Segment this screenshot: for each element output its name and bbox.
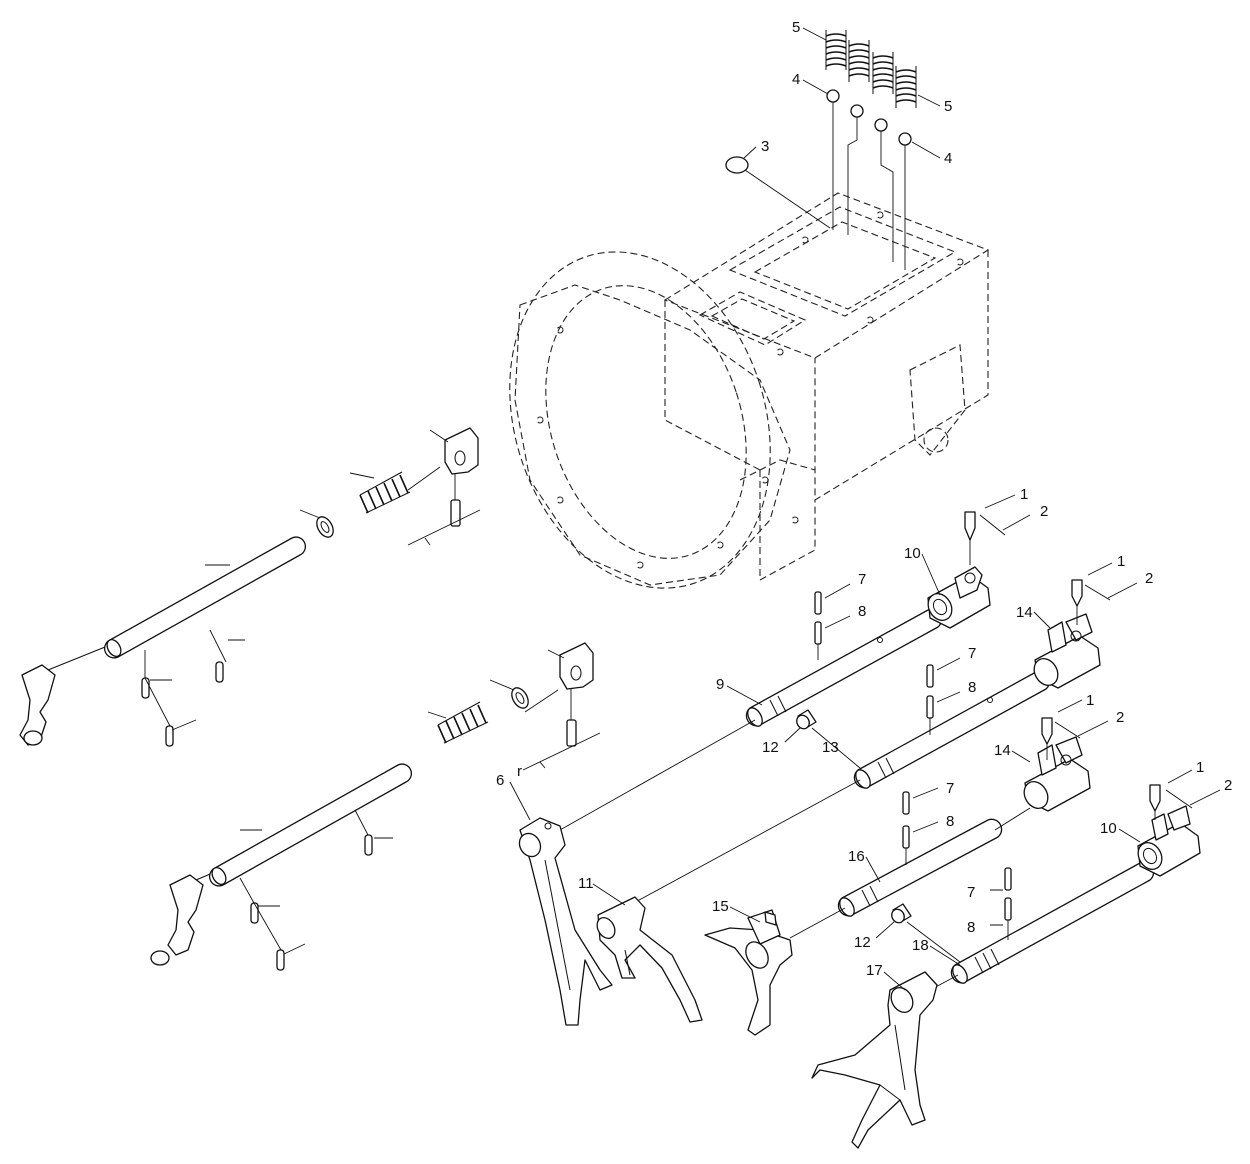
callout-c8b: 8 <box>968 679 976 696</box>
shift-fork-end-10-lower <box>1137 805 1201 877</box>
shift-rail-lower <box>789 807 1031 939</box>
callout-c14a: 14 <box>1016 604 1033 621</box>
detent-balls <box>826 89 912 146</box>
shift-fork-15 <box>704 909 793 1036</box>
callout-cr: r <box>517 763 522 780</box>
callout-c7c: 7 <box>946 780 954 797</box>
callout-leaders <box>509 27 1141 991</box>
interlock-pin-lower <box>875 903 961 963</box>
callout-c6: 6 <box>496 772 504 789</box>
callout-c2b: 2 <box>1145 570 1153 587</box>
callout-c16: 16 <box>848 848 865 865</box>
callout-c10a: 10 <box>904 545 921 562</box>
callout-c7d: 7 <box>967 884 975 901</box>
callout-c18: 18 <box>912 937 929 954</box>
detent-spring-3 <box>872 52 894 94</box>
bolts-lower <box>1149 769 1221 820</box>
pin-7a <box>814 591 822 615</box>
shift-fork-17 <box>811 971 938 1149</box>
callout-c13: 13 <box>822 739 839 756</box>
pin-8a <box>814 621 822 645</box>
left-lower-shaft-assembly <box>150 642 601 971</box>
shift-fork-end-10-upper <box>927 566 991 629</box>
detent-spring-1 <box>825 30 847 70</box>
shift-rail-middle <box>629 670 1051 906</box>
pin-7c <box>902 791 910 815</box>
callout-c1c: 1 <box>1086 692 1094 709</box>
callout-c10b: 10 <box>1100 820 1117 837</box>
callout-c7a: 7 <box>858 571 866 588</box>
detent-springs <box>825 30 917 108</box>
callout-c8c: 8 <box>946 813 954 830</box>
callout-c12a: 12 <box>762 739 779 756</box>
shift-rail-upper <box>559 608 943 831</box>
bolts-upper <box>964 494 1031 565</box>
callout-c12b: 12 <box>854 934 871 951</box>
callout-c2c: 2 <box>1116 709 1124 726</box>
interlock-pin-upper <box>784 709 861 769</box>
detent-ball-2 <box>850 104 864 118</box>
callout-c17: 17 <box>866 962 883 979</box>
callout-c1d: 1 <box>1196 759 1204 776</box>
callout-c15: 15 <box>712 898 729 915</box>
bolts-middle-a <box>1071 562 1138 625</box>
callout-c11: 11 <box>578 875 594 892</box>
callout-c5a: 5 <box>792 19 800 36</box>
bolts-middle-b <box>1041 699 1109 760</box>
pin-8c <box>902 825 910 849</box>
callout-c2d: 2 <box>1224 777 1232 794</box>
callout-c4a: 4 <box>792 71 800 88</box>
detent-spring-4 <box>895 66 917 108</box>
pin-8b <box>926 695 934 719</box>
callout-c3: 3 <box>761 138 769 155</box>
pin-7d <box>1004 867 1012 891</box>
callout-c2a: 2 <box>1040 503 1048 520</box>
detent-ball-4 <box>898 132 912 146</box>
assembly-lines-top <box>744 102 906 270</box>
callout-c1a: 1 <box>1020 486 1028 503</box>
shift-rail-bottom <box>929 861 1155 991</box>
callout-c14b: 14 <box>994 742 1011 759</box>
shift-fork-11 <box>596 896 703 1023</box>
shift-fork-end-14-upper <box>1033 613 1101 689</box>
left-upper-shaft-assembly <box>19 427 481 747</box>
callout-c7b: 7 <box>968 645 976 662</box>
callout-c8a: 8 <box>858 603 866 620</box>
callout-c1b: 1 <box>1117 553 1125 570</box>
callout-c5b: 5 <box>944 98 952 115</box>
pin-8d <box>1004 897 1012 921</box>
pin-7b <box>926 664 934 688</box>
shift-fork-6 <box>518 817 613 1026</box>
callout-c4b: 4 <box>944 150 952 167</box>
detent-ball-1 <box>826 89 840 103</box>
callout-c9: 9 <box>716 676 724 693</box>
shift-fork-end-14-lower <box>1023 736 1091 812</box>
expansion-plug <box>725 156 749 174</box>
detent-spring-2 <box>848 40 870 82</box>
callout-c8d: 8 <box>967 919 975 936</box>
detent-ball-3 <box>874 118 888 132</box>
